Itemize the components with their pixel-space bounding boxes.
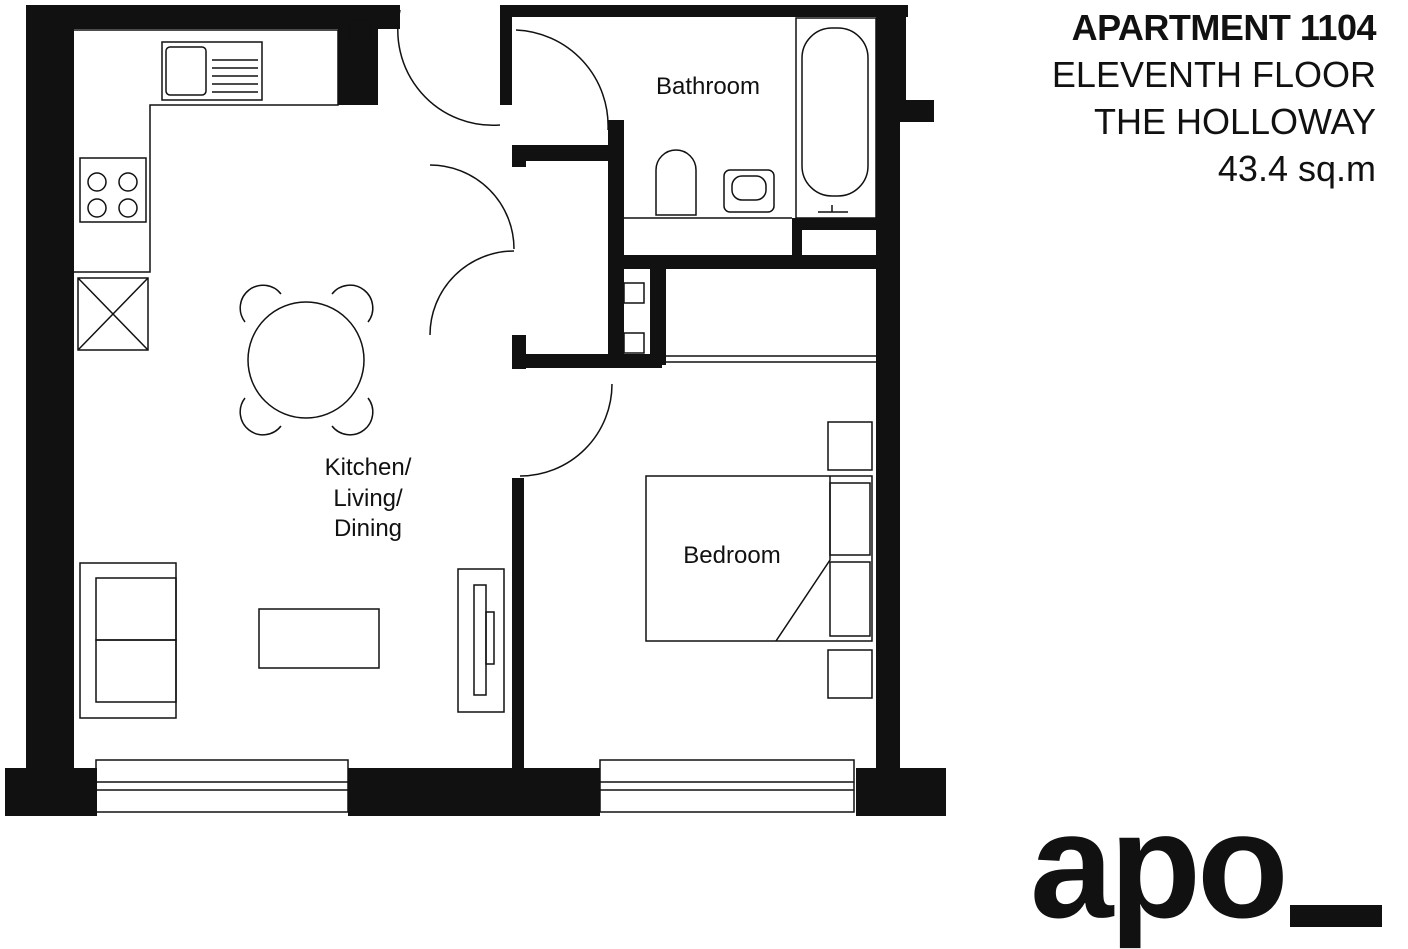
kitchen-label-3: Dining [334,515,402,542]
building-name: THE HOLLOWAY [1093,101,1376,142]
kitchen-label-1: Kitchen/ [325,454,412,481]
apartment-area: 43.4 sq.m [1217,148,1376,189]
logo-underscore [1290,905,1382,927]
kitchen-label-2: Living/ [333,485,403,512]
bathroom-label: Bathroom [656,73,760,100]
floor-name: ELEVENTH FLOOR [1051,54,1376,95]
bedroom-label: Bedroom [683,542,780,569]
apartment-info: APARTMENT 1104 ELEVENTH FLOOR THE HOLLOW… [1051,4,1377,192]
fixtures [74,9,877,813]
walls [5,5,946,816]
apo-logo: apo [1030,781,1289,949]
apartment-number: APARTMENT 1104 [1071,7,1377,48]
